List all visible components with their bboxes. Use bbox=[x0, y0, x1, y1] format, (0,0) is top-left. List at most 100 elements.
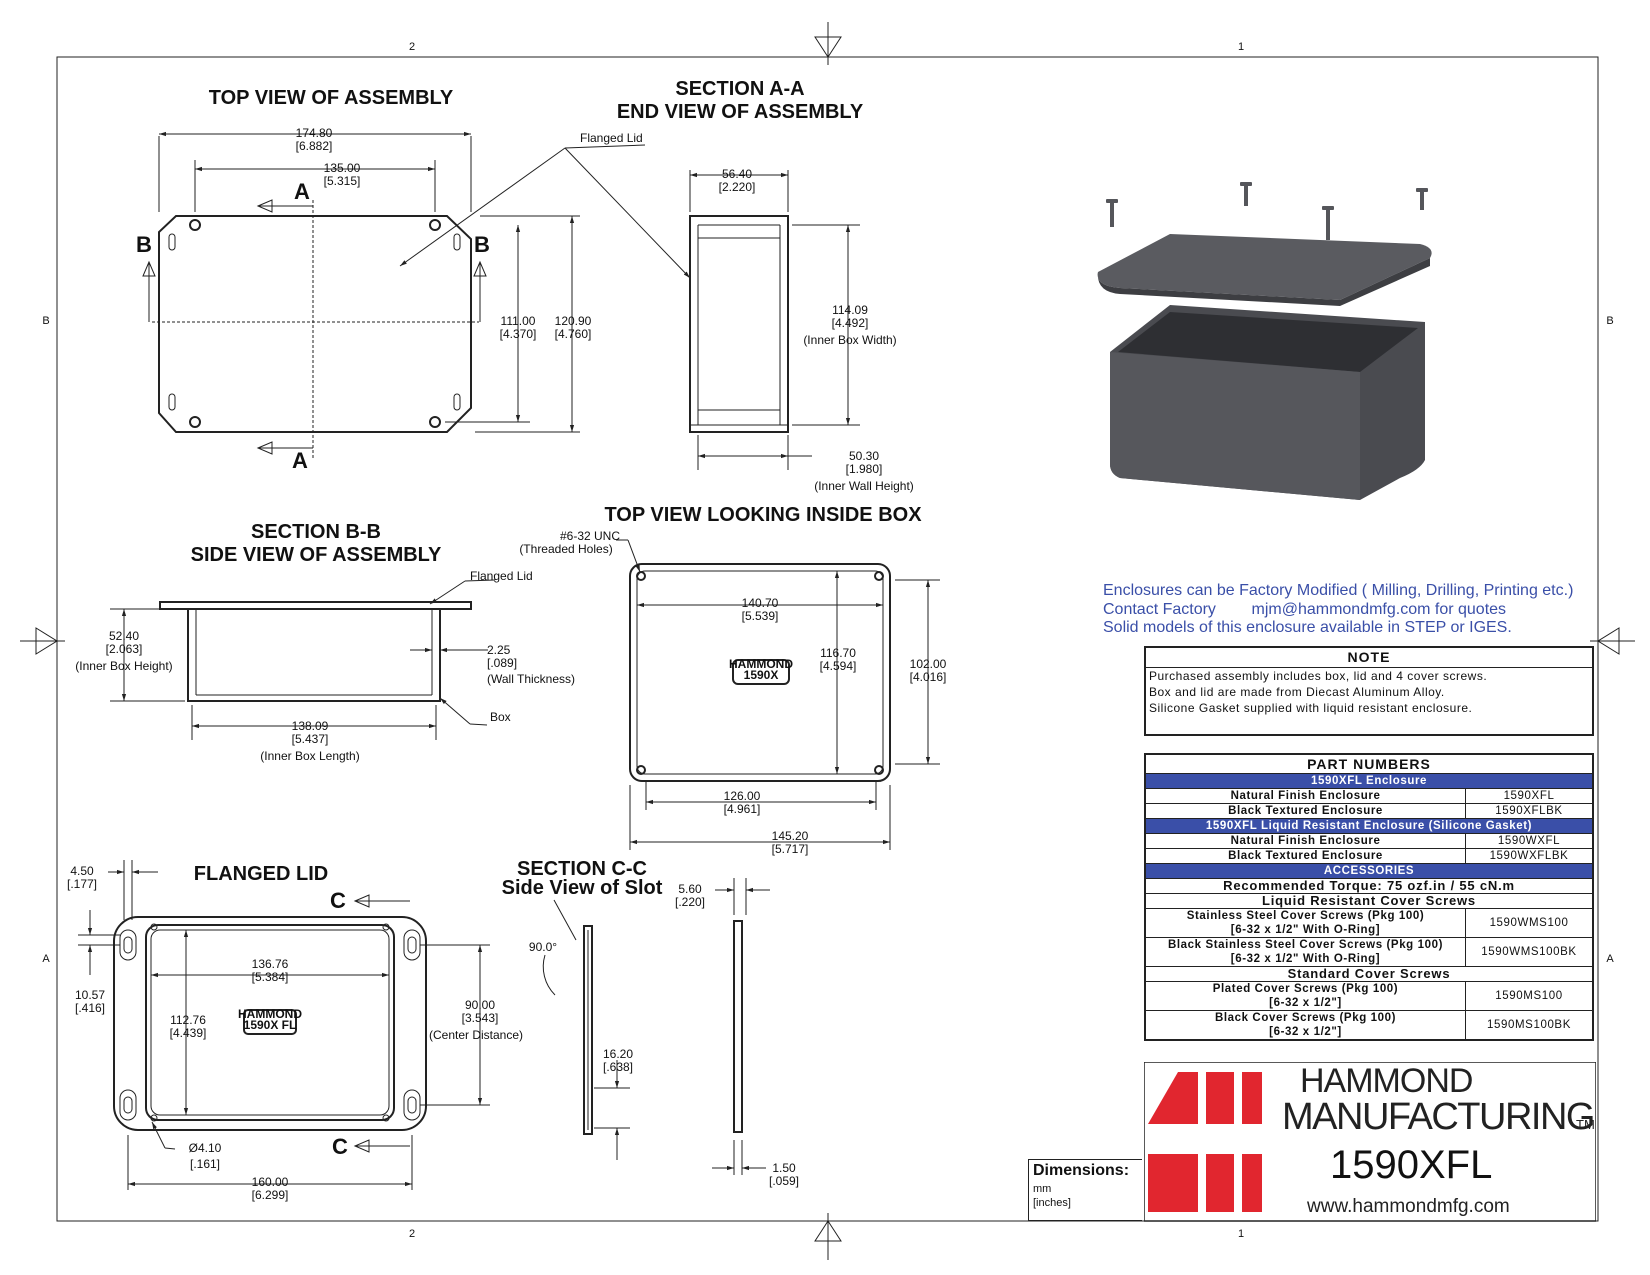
dim-90-in: [3.543] bbox=[462, 1011, 499, 1025]
note-line-3: Silicone Gasket supplied with liquid res… bbox=[1149, 701, 1473, 715]
section-letter-b-right: B bbox=[474, 232, 490, 257]
flanged-lid-drawing bbox=[78, 860, 490, 1190]
dim-112-76-in: [4.439] bbox=[170, 1026, 207, 1040]
zone-left-b: B bbox=[42, 315, 49, 327]
zone-left-a: A bbox=[42, 953, 50, 965]
parts-group-enclosure: 1590XFL Enclosure bbox=[1144, 773, 1594, 789]
centering-marks bbox=[20, 22, 1635, 1260]
section-cc-drawing bbox=[542, 878, 770, 1175]
dim-52-40-in: [2.063] bbox=[106, 642, 143, 656]
dim-10-57: 10.57 bbox=[75, 988, 105, 1002]
part-desc-line-2: [6-32 x 1/2"] bbox=[1269, 1026, 1342, 1038]
dim-174-80: 174.80 bbox=[296, 126, 333, 140]
label-inner-wall-height: (Inner Wall Height) bbox=[814, 479, 914, 493]
section-letter-c-bottom: C bbox=[332, 1134, 348, 1159]
dimensions-inches: [inches] bbox=[1033, 1197, 1071, 1209]
dim-135-in: [5.315] bbox=[324, 174, 361, 188]
part-desc: Black Textured Enclosure bbox=[1144, 803, 1466, 819]
section-letter-a-bottom: A bbox=[292, 448, 308, 473]
logo-plate-hammond: HAMMOND bbox=[729, 657, 793, 671]
part-desc-line-2: [6-32 x 1/2" With O-Ring] bbox=[1230, 924, 1381, 936]
dim-136-76-in: [5.384] bbox=[252, 970, 289, 984]
dim-138-09-in: [5.437] bbox=[292, 732, 329, 746]
dimensions-mm: mm bbox=[1033, 1183, 1052, 1195]
dim-120-90-in: [4.760] bbox=[555, 327, 592, 341]
title-section-bb: SECTION B-B bbox=[251, 521, 381, 543]
part-desc-line-1: Black Cover Screws (Pkg 100) bbox=[1214, 1012, 1397, 1024]
part-desc: Plated Cover Screws (Pkg 100)[6-32 x 1/2… bbox=[1144, 981, 1466, 1011]
zone-bottom-2: 2 bbox=[409, 1228, 415, 1240]
section-aa-drawing bbox=[689, 170, 860, 470]
label-box: Box bbox=[490, 710, 511, 724]
label-inner-box-width: (Inner Box Width) bbox=[803, 333, 896, 347]
logo-plate-hammond-lid: HAMMOND bbox=[238, 1007, 302, 1021]
dim-126-in: [4.961] bbox=[724, 802, 761, 816]
dim-140-70-in: [5.539] bbox=[742, 609, 779, 623]
part-number: 1590XFL bbox=[1465, 788, 1594, 804]
dim-116-70: 116.70 bbox=[820, 646, 856, 660]
part-desc: Stainless Steel Cover Screws (Pkg 100) [6… bbox=[1144, 908, 1466, 938]
parts-title: PART NUMBERS bbox=[1144, 753, 1594, 774]
note-line-1: Purchased assembly includes box, lid and… bbox=[1149, 669, 1488, 683]
zone-top-2: 2 bbox=[409, 41, 415, 53]
dim-111-in: [4.370] bbox=[500, 327, 537, 341]
part-number: 1590WXFL bbox=[1465, 833, 1594, 849]
label-center-distance: (Center Distance) bbox=[429, 1028, 523, 1042]
dim-56-40: 56.40 bbox=[722, 167, 752, 181]
lid-render bbox=[1097, 234, 1432, 300]
modification-notice: Enclosures can be Factory Modified ( Mil… bbox=[1103, 582, 1603, 638]
dim-4-50: 4.50 bbox=[70, 864, 94, 878]
section-letter-a-top: A bbox=[294, 179, 310, 204]
dim-50-30: 50.30 bbox=[849, 449, 879, 463]
dim-120-90: 120.90 bbox=[555, 314, 592, 328]
dim-56-40-in: [2.220] bbox=[719, 180, 756, 194]
section-letter-c-top: C bbox=[330, 888, 346, 913]
part-desc: Natural Finish Enclosure bbox=[1144, 788, 1466, 804]
label-threaded-holes: (Threaded Holes) bbox=[519, 542, 612, 556]
label-wall-thickness: (Wall Thickness) bbox=[487, 672, 575, 686]
dim-112-76: 112.76 bbox=[170, 1013, 206, 1027]
part-number: 1590WMS100BK bbox=[1465, 937, 1594, 967]
zone-bottom-1: 1 bbox=[1238, 1228, 1244, 1240]
title-end-view: END VIEW OF ASSEMBLY bbox=[617, 101, 864, 123]
part-desc-line-2: [6-32 x 1/2" With O-Ring] bbox=[1230, 953, 1381, 965]
section-bb-drawing bbox=[110, 579, 496, 740]
top-view-drawing bbox=[142, 131, 580, 460]
title-part-number: 1590XFL bbox=[1330, 1143, 1493, 1187]
dim-4-50-in: [.177] bbox=[67, 877, 97, 891]
part-number: 1590MS100BK bbox=[1465, 1010, 1594, 1041]
zone-right-a: A bbox=[1606, 953, 1614, 965]
dim-90: 90.00 bbox=[465, 998, 495, 1012]
drawing-border bbox=[56, 56, 1599, 1222]
dim-5-60-in: [.220] bbox=[675, 895, 705, 909]
zone-right-b: B bbox=[1606, 315, 1613, 327]
website-link[interactable]: www.hammondmfg.com bbox=[1307, 1196, 1510, 1217]
label-angle: 90.0° bbox=[529, 940, 557, 954]
dim-145-20: 145.20 bbox=[772, 829, 809, 843]
title-inside-box: TOP VIEW LOOKING INSIDE BOX bbox=[604, 504, 922, 526]
dimensions-title: Dimensions: bbox=[1033, 1162, 1130, 1179]
zone-top-1: 1 bbox=[1238, 41, 1244, 53]
logo-plate-1590xfl: 1590X FL bbox=[244, 1018, 297, 1032]
table-row: Stainless Steel Cover Screws (Pkg 100) [6… bbox=[1144, 908, 1594, 938]
dim-1-50: 1.50 bbox=[772, 1161, 796, 1175]
title-top-view: TOP VIEW OF ASSEMBLY bbox=[209, 87, 454, 109]
title-side-view: SIDE VIEW OF ASSEMBLY bbox=[191, 544, 442, 566]
inside-box-drawing bbox=[616, 539, 940, 850]
note-title: NOTE bbox=[1146, 648, 1592, 668]
part-number: 1590WXFLBK bbox=[1465, 848, 1594, 864]
note-box: NOTE Purchased assembly includes box, li… bbox=[1144, 646, 1594, 736]
part-desc: Black Cover Screws (Pkg 100) [6-32 x 1/2"… bbox=[1144, 1010, 1466, 1041]
brand-tm: TM bbox=[1576, 1117, 1595, 1132]
part-desc-line-1: Stainless Steel Cover Screws (Pkg 100) bbox=[1186, 910, 1425, 922]
parts-group-accessories: ACCESSORIES bbox=[1144, 863, 1594, 879]
dim-102: 102.00 bbox=[910, 657, 947, 671]
cover-screws bbox=[1106, 182, 1428, 240]
modification-line-3: Solid models of this enclosure available… bbox=[1103, 619, 1512, 636]
dim-114-09-in: [4.492] bbox=[832, 316, 869, 330]
label-thread: #6-32 UNC bbox=[560, 529, 620, 543]
parts-sub-standard-screws: Standard Cover Screws bbox=[1144, 966, 1594, 982]
part-numbers-table: PART NUMBERS 1590XFL Enclosure Natural F… bbox=[1144, 753, 1594, 1041]
